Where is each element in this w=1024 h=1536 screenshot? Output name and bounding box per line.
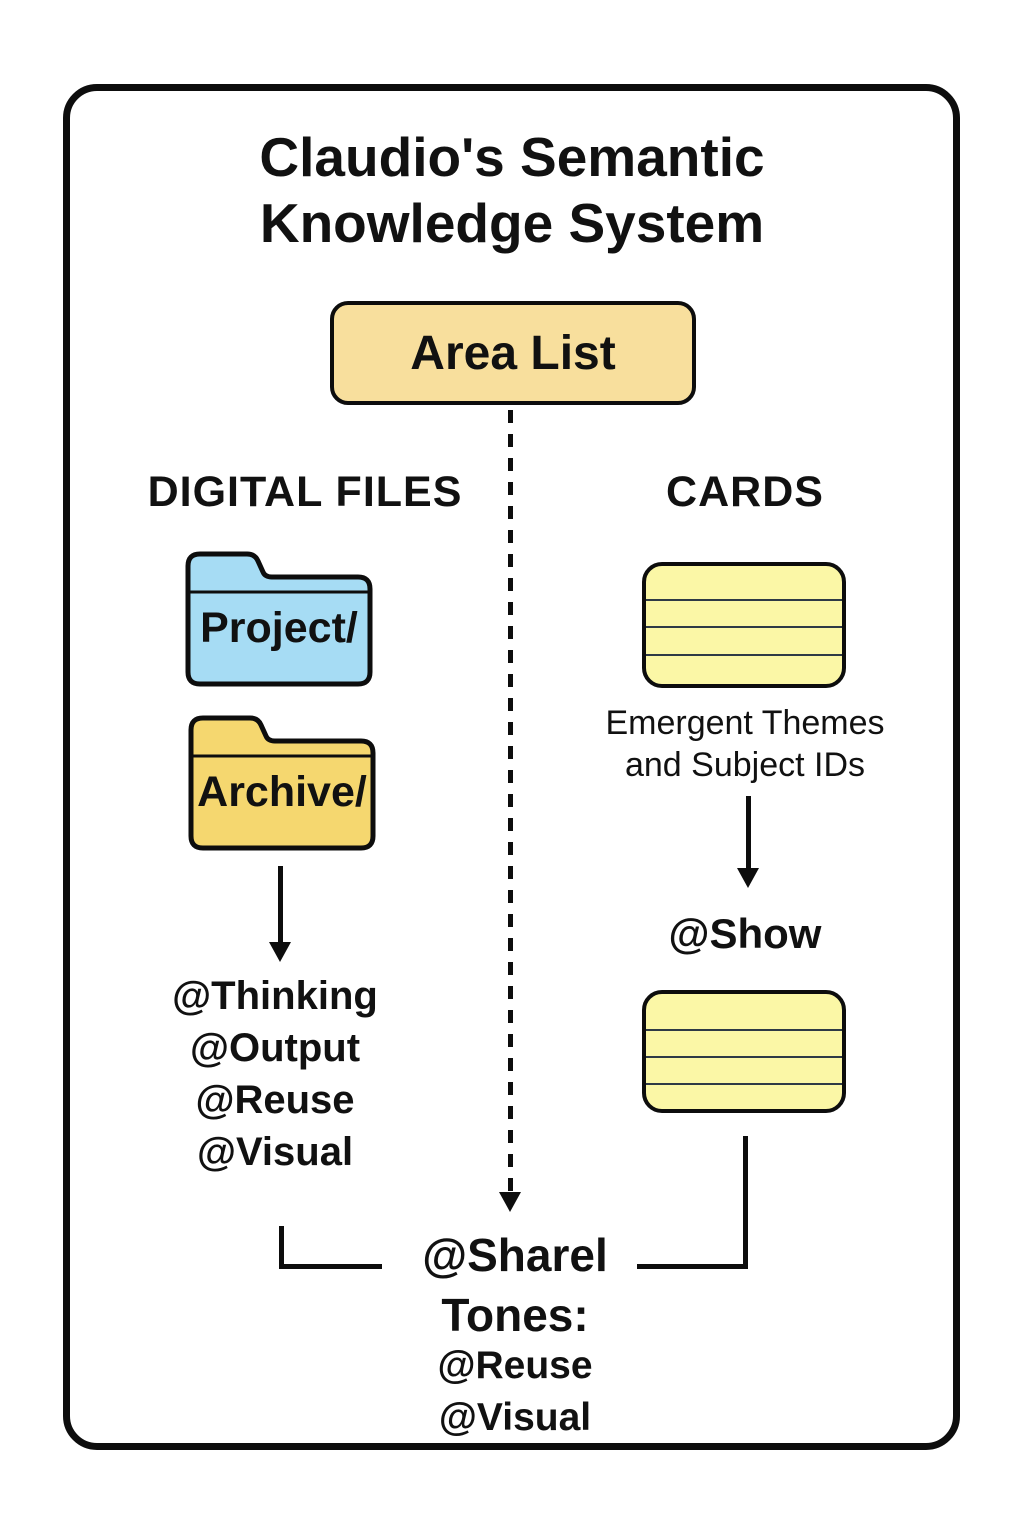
page-title-line2: Knowledge System bbox=[259, 192, 765, 254]
card-rule bbox=[646, 1056, 842, 1058]
area-list-label: Area List bbox=[410, 326, 616, 380]
tag-reuse: @Reuse bbox=[195, 1078, 355, 1122]
tones-label: Tones: bbox=[441, 1289, 589, 1341]
card-rule bbox=[646, 626, 842, 628]
index-card-icon-top bbox=[642, 562, 846, 688]
elbow-connector-right bbox=[637, 1136, 748, 1269]
left-column-heading: DIGITAL FILES bbox=[147, 468, 463, 516]
card-rule bbox=[646, 654, 842, 656]
left-arrow-line bbox=[278, 866, 283, 944]
right-column-heading: CARDS bbox=[666, 468, 824, 516]
folder-label-archive: Archive/ bbox=[197, 767, 367, 816]
right-arrow-head-icon bbox=[737, 868, 759, 888]
page-title: Claudio's Semantic Knowledge System bbox=[0, 124, 1024, 256]
folder-shape bbox=[185, 551, 373, 687]
right-arrow-line bbox=[746, 796, 751, 870]
card-rule bbox=[646, 599, 842, 601]
tag-show: @Show bbox=[668, 910, 822, 957]
card-caption-line2: and Subject IDs bbox=[624, 746, 866, 784]
card-rule bbox=[646, 1083, 842, 1085]
folder-icon-project: Project/ bbox=[181, 546, 377, 692]
card-caption: Emergent Themes and Subject IDs bbox=[595, 702, 895, 786]
left-tag-list: @Thinking @Output @Reuse @Visual bbox=[110, 970, 440, 1178]
folder-label-project: Project/ bbox=[200, 603, 358, 652]
tag-output: @Output bbox=[189, 1026, 361, 1070]
folder-icon-archive: Archive/ bbox=[184, 710, 380, 856]
tag-thinking: @Thinking bbox=[172, 974, 378, 1018]
bottom-tag-list: @Reuse @Visual bbox=[365, 1340, 665, 1444]
dashed-arrow-head-icon bbox=[499, 1192, 521, 1212]
card-caption-line1: Emergent Themes bbox=[605, 704, 885, 742]
index-card-icon-bottom bbox=[642, 990, 846, 1113]
tone-tag-reuse: @Reuse bbox=[437, 1344, 593, 1387]
tag-share: @Sharel bbox=[422, 1229, 608, 1281]
page-title-line1: Claudio's Semantic bbox=[259, 126, 765, 188]
left-arrow-head-icon bbox=[269, 942, 291, 962]
dashed-arrow-line bbox=[508, 410, 513, 1192]
tone-tag-visual: @Visual bbox=[438, 1396, 592, 1439]
folder-shape bbox=[188, 715, 376, 851]
area-list-node: Area List bbox=[330, 301, 696, 405]
elbow-connector-left bbox=[279, 1226, 382, 1269]
tag-visual: @Visual bbox=[196, 1130, 354, 1174]
card-rule bbox=[646, 1029, 842, 1031]
